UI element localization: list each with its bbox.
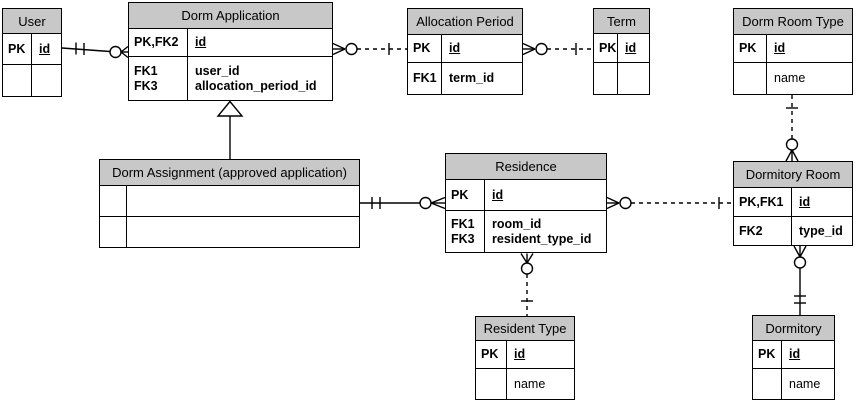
rel-subtype-dorm-application-dorm-assignment: [216, 100, 244, 159]
attribute-name: id: [195, 35, 207, 49]
attribute-name: id: [514, 347, 526, 361]
entity-dormitory-room: Dormitory Room PK,FK1 id FK2 type_id: [733, 161, 853, 246]
key-label: FK3: [134, 78, 158, 93]
attribute-name: term_id: [449, 71, 495, 85]
entity-title: Dorm Room Type: [734, 9, 852, 34]
entity-title: Dormitory Room: [734, 162, 852, 187]
attribute-name: name: [514, 376, 546, 391]
key-label: PK: [481, 347, 499, 361]
entity-dormitory: Dormitory PK id name: [752, 315, 835, 400]
key-label: [758, 377, 781, 392]
key-label: PK: [8, 41, 26, 56]
entity-resident-type: Resident Type PK id name: [475, 316, 575, 400]
attribute-name: id: [789, 347, 801, 361]
key-label: PK,FK1: [739, 194, 784, 209]
attribute-name: resident_type_id: [492, 231, 592, 246]
entity-title: Resident Type: [476, 317, 574, 340]
entity-title: Residence: [446, 154, 606, 179]
attribute-name: name: [789, 376, 821, 391]
attribute-name: id: [39, 41, 51, 56]
entity-residence: Residence PK id FK1 FK3 room_id resident…: [445, 153, 607, 253]
entity-term: Term PK id: [593, 8, 650, 95]
entity-dorm-application: Dorm Application PK,FK2 id FK1 FK3 user_…: [128, 2, 333, 101]
key-label: FK1: [134, 63, 158, 78]
key-label: PK: [451, 187, 469, 202]
rel-user-dorm-application: [61, 42, 129, 59]
key-label: FK3: [451, 231, 475, 246]
attribute-name: room_id: [492, 216, 542, 231]
key-label: [8, 73, 31, 88]
key-label: [739, 71, 766, 86]
attribute-name: [39, 73, 61, 88]
key-label: [481, 377, 506, 392]
entity-dorm-room-type: Dorm Room Type PK id name: [733, 8, 853, 95]
attribute-name: allocation_period_id: [195, 78, 317, 93]
attribute-name: type_id: [799, 223, 843, 238]
attribute-name: name: [774, 71, 806, 85]
key-label: [105, 225, 126, 240]
entity-title: Dorm Application: [129, 3, 332, 28]
attribute-name: [134, 225, 359, 240]
attribute-name: [134, 194, 359, 209]
rel-dorm-application-allocation-period: [332, 42, 407, 56]
key-label: [599, 71, 617, 86]
entity-title: Dormitory: [753, 316, 834, 340]
key-label: PK: [599, 40, 617, 55]
rel-residence-dormitory-room: [606, 196, 733, 210]
rel-allocation-period-term: [522, 42, 593, 56]
entity-title: Dorm Assignment (approved application): [100, 160, 359, 185]
key-label: PK: [413, 41, 431, 55]
rel-dorm-assignment-residence: [360, 196, 446, 210]
attribute-name: [625, 71, 649, 86]
key-label: PK: [739, 41, 757, 55]
attribute-name: user_id: [195, 63, 240, 78]
attribute-name: id: [774, 41, 786, 55]
entity-title: Term: [594, 9, 649, 33]
rel-dormitory-room-dormitory: [793, 245, 807, 315]
key-label: FK1: [451, 216, 475, 231]
attribute-name: id: [625, 40, 637, 55]
entity-dorm-assignment: Dorm Assignment (approved application): [99, 159, 360, 248]
entity-allocation-period: Allocation Period PK id FK1 term_id: [407, 8, 523, 95]
key-label: PK: [758, 347, 776, 361]
key-label: FK1: [413, 71, 437, 85]
attribute-name: id: [492, 187, 504, 202]
entity-title: Allocation Period: [408, 9, 522, 34]
rel-dorm-room-type-dormitory-room: [785, 95, 799, 162]
key-label: PK,FK2: [134, 35, 179, 49]
rel-residence-resident-type: [520, 253, 534, 316]
attribute-name: id: [799, 194, 811, 209]
key-label: FK2: [739, 223, 763, 238]
entity-user: User PK id: [2, 8, 62, 97]
entity-title: User: [3, 9, 61, 33]
key-label: [105, 194, 126, 209]
attribute-name: id: [449, 41, 461, 55]
